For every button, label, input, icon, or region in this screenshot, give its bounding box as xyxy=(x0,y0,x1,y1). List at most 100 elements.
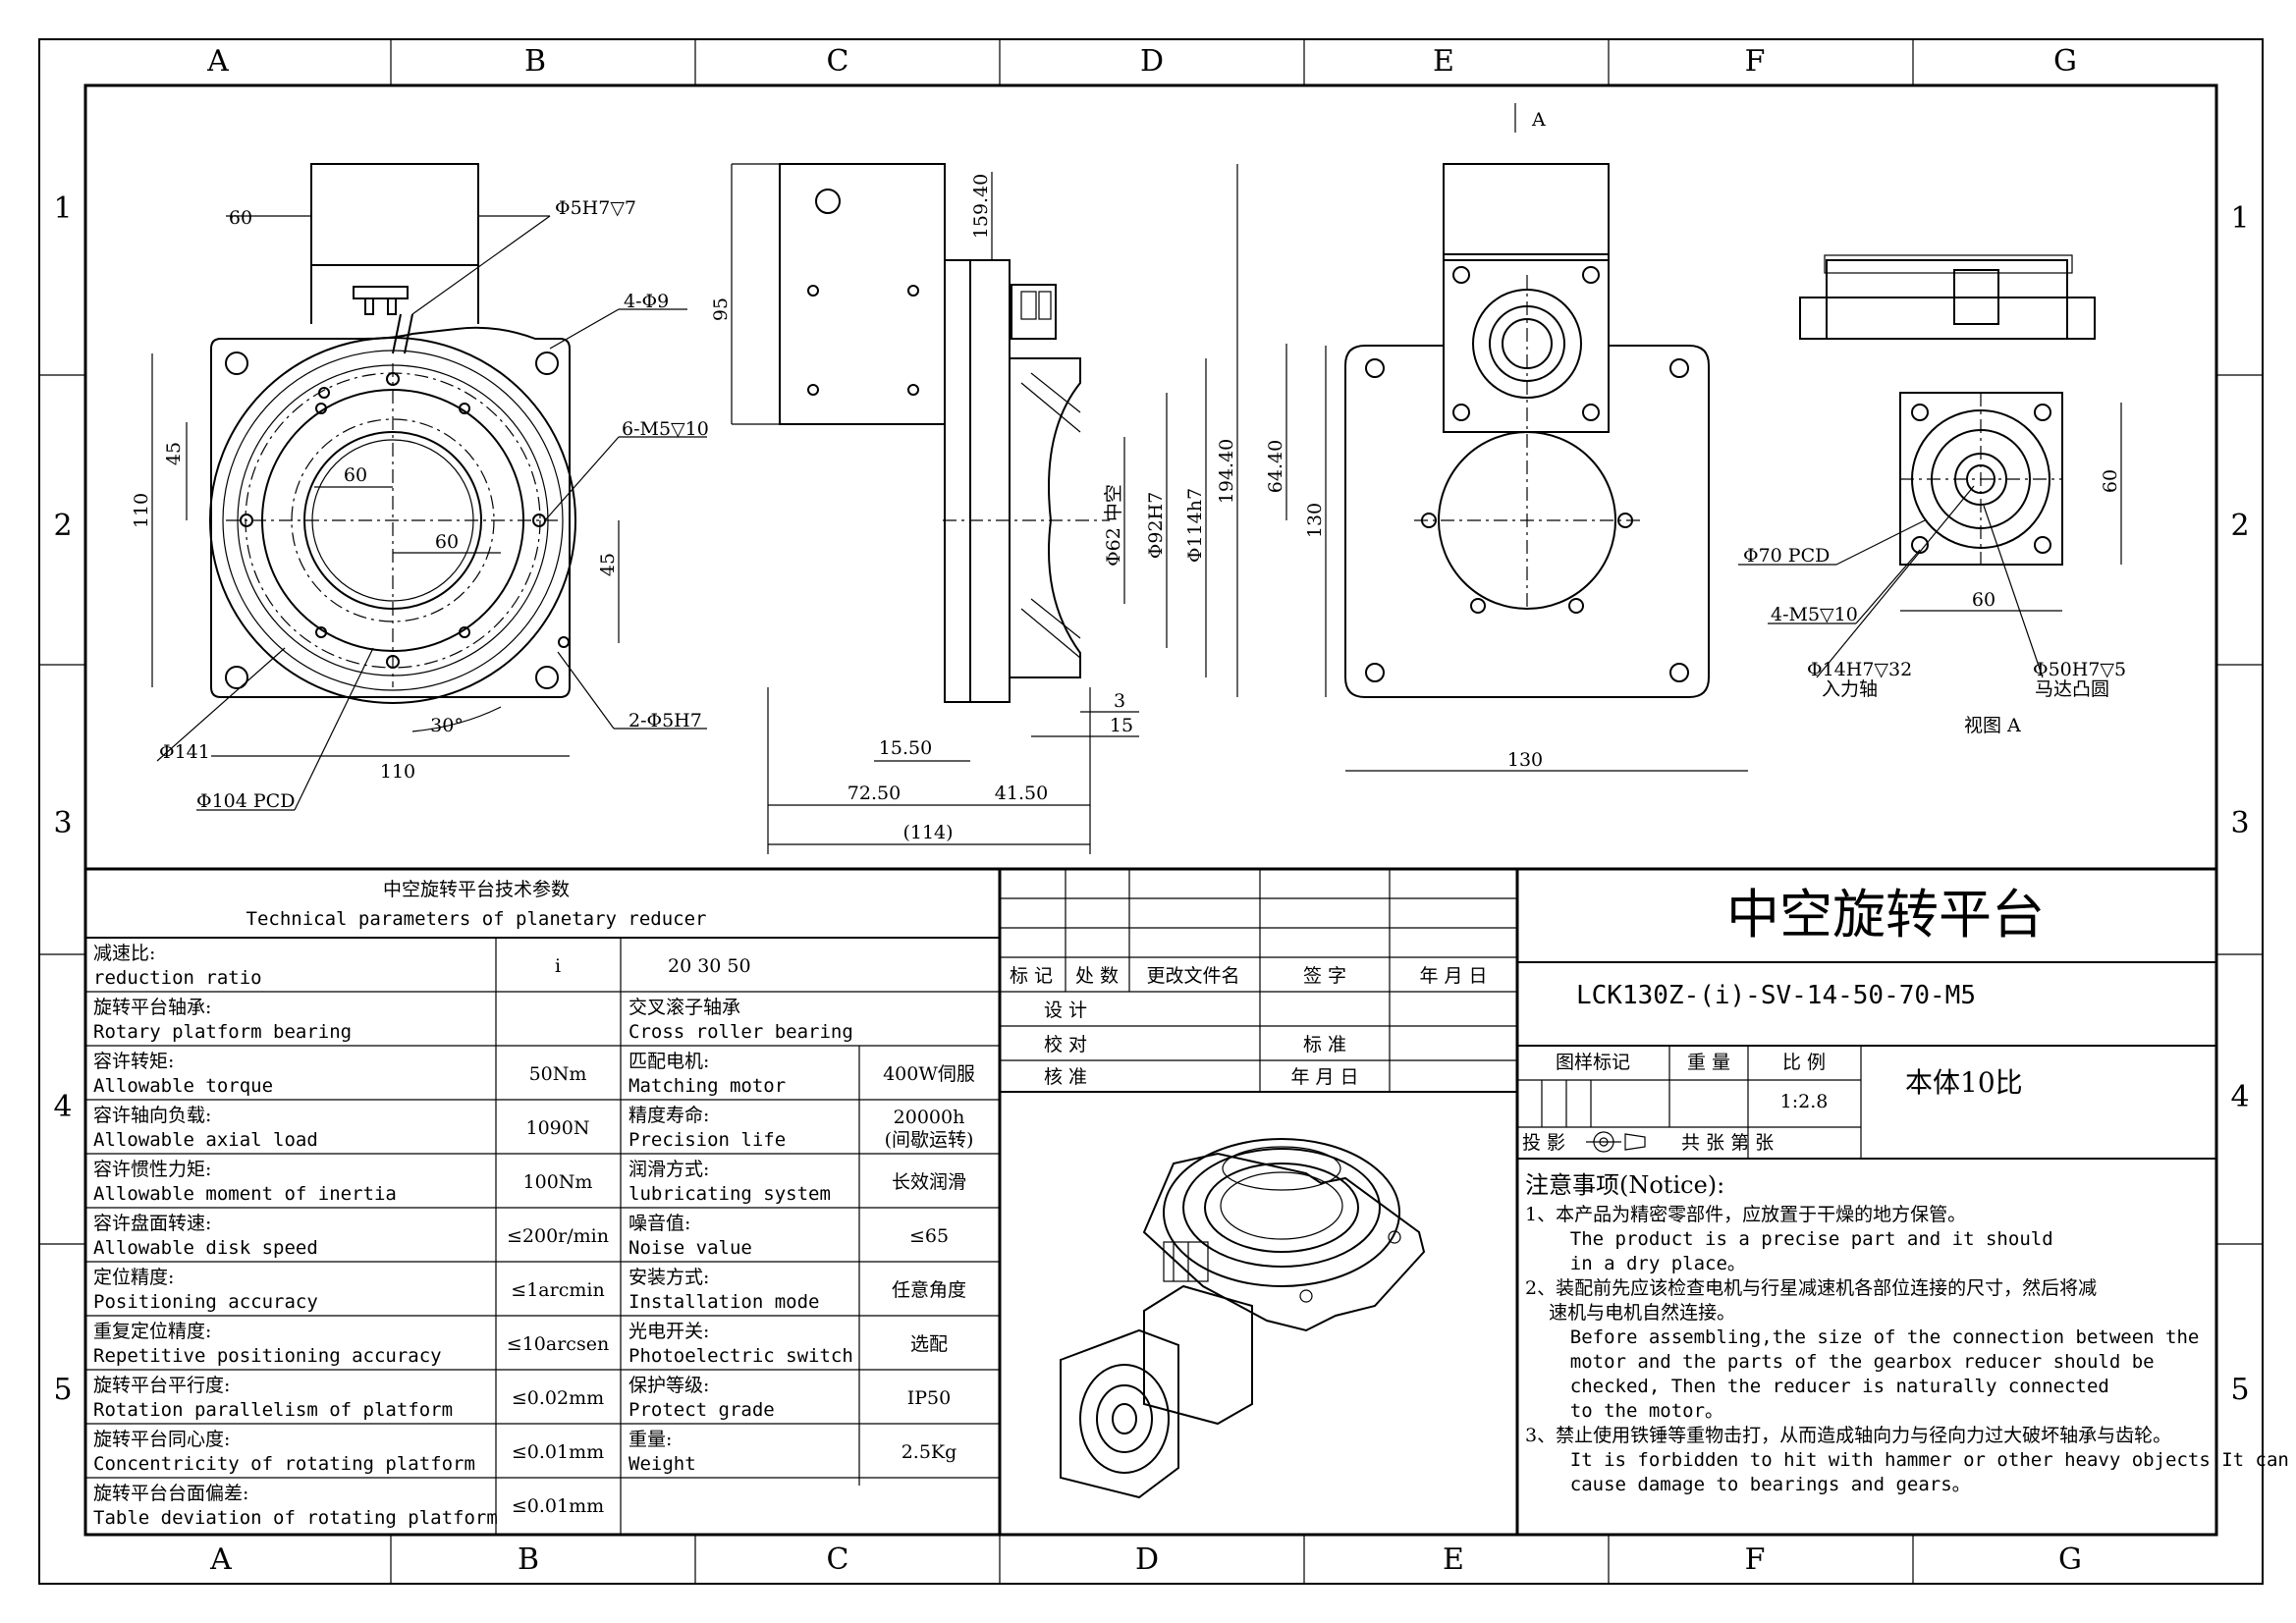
dim-viewa-d50: Φ50H7▽5 xyxy=(2033,659,2126,680)
zone-row-1-right: 1 xyxy=(2230,201,2249,236)
rev-design: 设 计 xyxy=(1044,1000,1087,1021)
zone-row-2: 2 xyxy=(53,509,72,543)
arrow-a-label: A xyxy=(1531,109,1546,131)
param-label-cn: 旋转平台平行度: xyxy=(93,1375,230,1396)
param-label-cn: 旋转平台轴承: xyxy=(93,997,211,1018)
notice-line-3: in a dry place。 xyxy=(1525,1253,1746,1274)
param-label2-cn: 交叉滚子轴承 xyxy=(629,997,740,1018)
param-label-cn: 容许盘面转速: xyxy=(93,1213,211,1234)
param-label-cn: 旋转平台台面偏差: xyxy=(93,1483,248,1504)
dim-viewa-m5: 4-M5▽10 xyxy=(1771,604,1858,625)
isometric-illustration xyxy=(1060,1138,1426,1499)
notice-line-8: checked, Then the reducer is naturally c… xyxy=(1525,1376,2109,1397)
param-label2-en: Precision life xyxy=(629,1129,786,1151)
param-value: ≤1arcmin xyxy=(511,1279,604,1301)
rev-header-date: 年 月 日 xyxy=(1419,965,1487,987)
view-a: 60 60 Φ70 PCD 4-M5▽10 Φ14H7▽32 入力轴 Φ50H7… xyxy=(1738,254,2126,736)
param-value2: 400W伺服 xyxy=(883,1063,975,1085)
dim-viewa-d50-cn: 马达凸圆 xyxy=(2035,678,2109,700)
dim-viewa-d14: Φ14H7▽32 xyxy=(1807,659,1912,680)
param-value2: 长效润滑 xyxy=(892,1171,966,1193)
param-label2-en: lubricating system xyxy=(629,1183,831,1205)
dim-front-d141: Φ141 xyxy=(159,741,210,763)
param-label2-cn: 光电开关: xyxy=(629,1321,709,1342)
param-label2-en: Noise value xyxy=(629,1237,752,1259)
param-label-en: reduction ratio xyxy=(93,967,262,989)
dim-front-110-vert: 110 xyxy=(131,493,152,528)
params-title-en: Technical parameters of planetary reduce… xyxy=(246,908,707,930)
notice-line-7: motor and the parts of the gearbox reduc… xyxy=(1525,1351,2155,1373)
param-label-cn: 容许转矩: xyxy=(93,1051,174,1072)
dim-front-holes-6m5: 6-M5▽10 xyxy=(622,418,709,440)
dim-side-3: 3 xyxy=(1114,690,1125,712)
param-label2-en: Installation mode xyxy=(629,1291,819,1313)
param-value: i xyxy=(555,955,561,977)
tb-header-mark: 图样标记 xyxy=(1556,1052,1630,1073)
dim-front-60-inner: 60 xyxy=(344,464,367,486)
dim-viewa-d70: Φ70 PCD xyxy=(1743,545,1830,567)
dim-side-d92: Φ92H7 xyxy=(1145,492,1167,559)
param-label-cn: 容许轴向负载: xyxy=(93,1105,211,1126)
param-label-cn: 容许惯性力矩: xyxy=(93,1159,211,1180)
zone-dividers xyxy=(39,39,2263,1584)
param-value: ≤0.02mm xyxy=(512,1387,604,1409)
dim-side-114: (114) xyxy=(902,822,953,843)
notice-line-5: 速机与电机自然连接。 xyxy=(1525,1302,1735,1324)
param-value2-note: (间歇运转) xyxy=(885,1129,974,1151)
dim-top-130-vert: 130 xyxy=(1304,503,1326,538)
param-label2-en: Cross roller bearing xyxy=(629,1021,853,1043)
dim-front-30deg: 30° xyxy=(430,715,464,736)
notice-line-2: The product is a precise part and it sho… xyxy=(1525,1228,2053,1250)
notice-line-6: Before assembling,the size of the connec… xyxy=(1525,1326,2199,1348)
zone-row-4-right: 4 xyxy=(2230,1080,2249,1114)
param-value: ≤0.01mm xyxy=(512,1441,604,1463)
notice-title: 注意事项(Notice): xyxy=(1525,1171,1724,1199)
rev-date: 年 月 日 xyxy=(1290,1066,1358,1088)
param-label2-cn: 匹配电机: xyxy=(629,1051,709,1072)
zone-labels-top: A B C D E F G xyxy=(206,44,2077,79)
param-label-en: Allowable disk speed xyxy=(93,1237,318,1259)
param-label2-en: Photoelectric switch xyxy=(629,1345,853,1367)
dim-front-45-right: 45 xyxy=(597,553,619,576)
dim-side-72-50: 72.50 xyxy=(847,783,901,804)
zone-row-5: 5 xyxy=(53,1373,72,1407)
param-value: ≤200r/min xyxy=(507,1225,609,1247)
param-value2: ≤65 xyxy=(909,1225,949,1247)
rev-standard: 标 准 xyxy=(1303,1034,1346,1055)
dim-front-60-top: 60 xyxy=(229,207,252,229)
top-view: A 194.40 64.40 130 130 xyxy=(1216,103,1748,772)
param-value: 50Nm xyxy=(529,1063,587,1085)
zone-col-f: F xyxy=(1745,44,1766,79)
zone-row-4: 4 xyxy=(53,1090,72,1124)
parameters-table: 中空旋转平台技术参数 Technical parameters of plane… xyxy=(85,867,2216,1535)
param-label-en: Allowable moment of inertia xyxy=(93,1183,397,1205)
dim-front-hole-5h7: Φ5H7▽7 xyxy=(555,197,636,219)
param-label-cn: 减速比: xyxy=(93,943,155,964)
dim-side-159: 159.40 xyxy=(970,174,992,239)
outer-border xyxy=(38,38,2264,1585)
param-label-cn: 定位精度: xyxy=(93,1267,174,1288)
rev-check: 校 对 xyxy=(1044,1034,1087,1055)
rev-approve: 核 准 xyxy=(1044,1066,1087,1088)
dim-front-holes-2d5: 2-Φ5H7 xyxy=(629,710,702,731)
param-value2: IP50 xyxy=(907,1387,951,1409)
param-value2: 任意角度 xyxy=(892,1279,966,1301)
zone-row-1: 1 xyxy=(53,191,72,226)
dim-top-130-horiz: 130 xyxy=(1507,749,1543,771)
zone-col-b-bottom: B xyxy=(518,1542,539,1577)
revision-block: 标 记 处 数 更改文件名 签 字 年 月 日 设 计 校 对 标 准 核 准 … xyxy=(1000,869,1519,1535)
dim-viewa-d14-cn: 入力轴 xyxy=(1822,678,1878,700)
param-label2-cn: 精度寿命: xyxy=(629,1105,709,1126)
param-label2-cn: 噪音值: xyxy=(629,1213,690,1234)
param-value2: 选配 xyxy=(910,1333,948,1355)
param-label-en: Allowable torque xyxy=(93,1075,273,1097)
rev-header-count: 处 数 xyxy=(1075,965,1119,987)
notice-line-1: 1、本产品为精密零部件，应放置于干燥的地方保管。 xyxy=(1525,1204,1966,1225)
zone-row-2-right: 2 xyxy=(2230,509,2249,543)
front-view: 60 Φ5H7▽7 4-Φ9 6-M5▽10 110 45 60 60 45 3… xyxy=(131,163,709,812)
zone-col-g-bottom: G xyxy=(2058,1542,2082,1577)
zone-col-d-bottom: D xyxy=(1135,1542,1159,1577)
param-value: 100Nm xyxy=(523,1171,593,1193)
notice-line-11: It is forbidden to hit with hammer or ot… xyxy=(1525,1449,2289,1471)
